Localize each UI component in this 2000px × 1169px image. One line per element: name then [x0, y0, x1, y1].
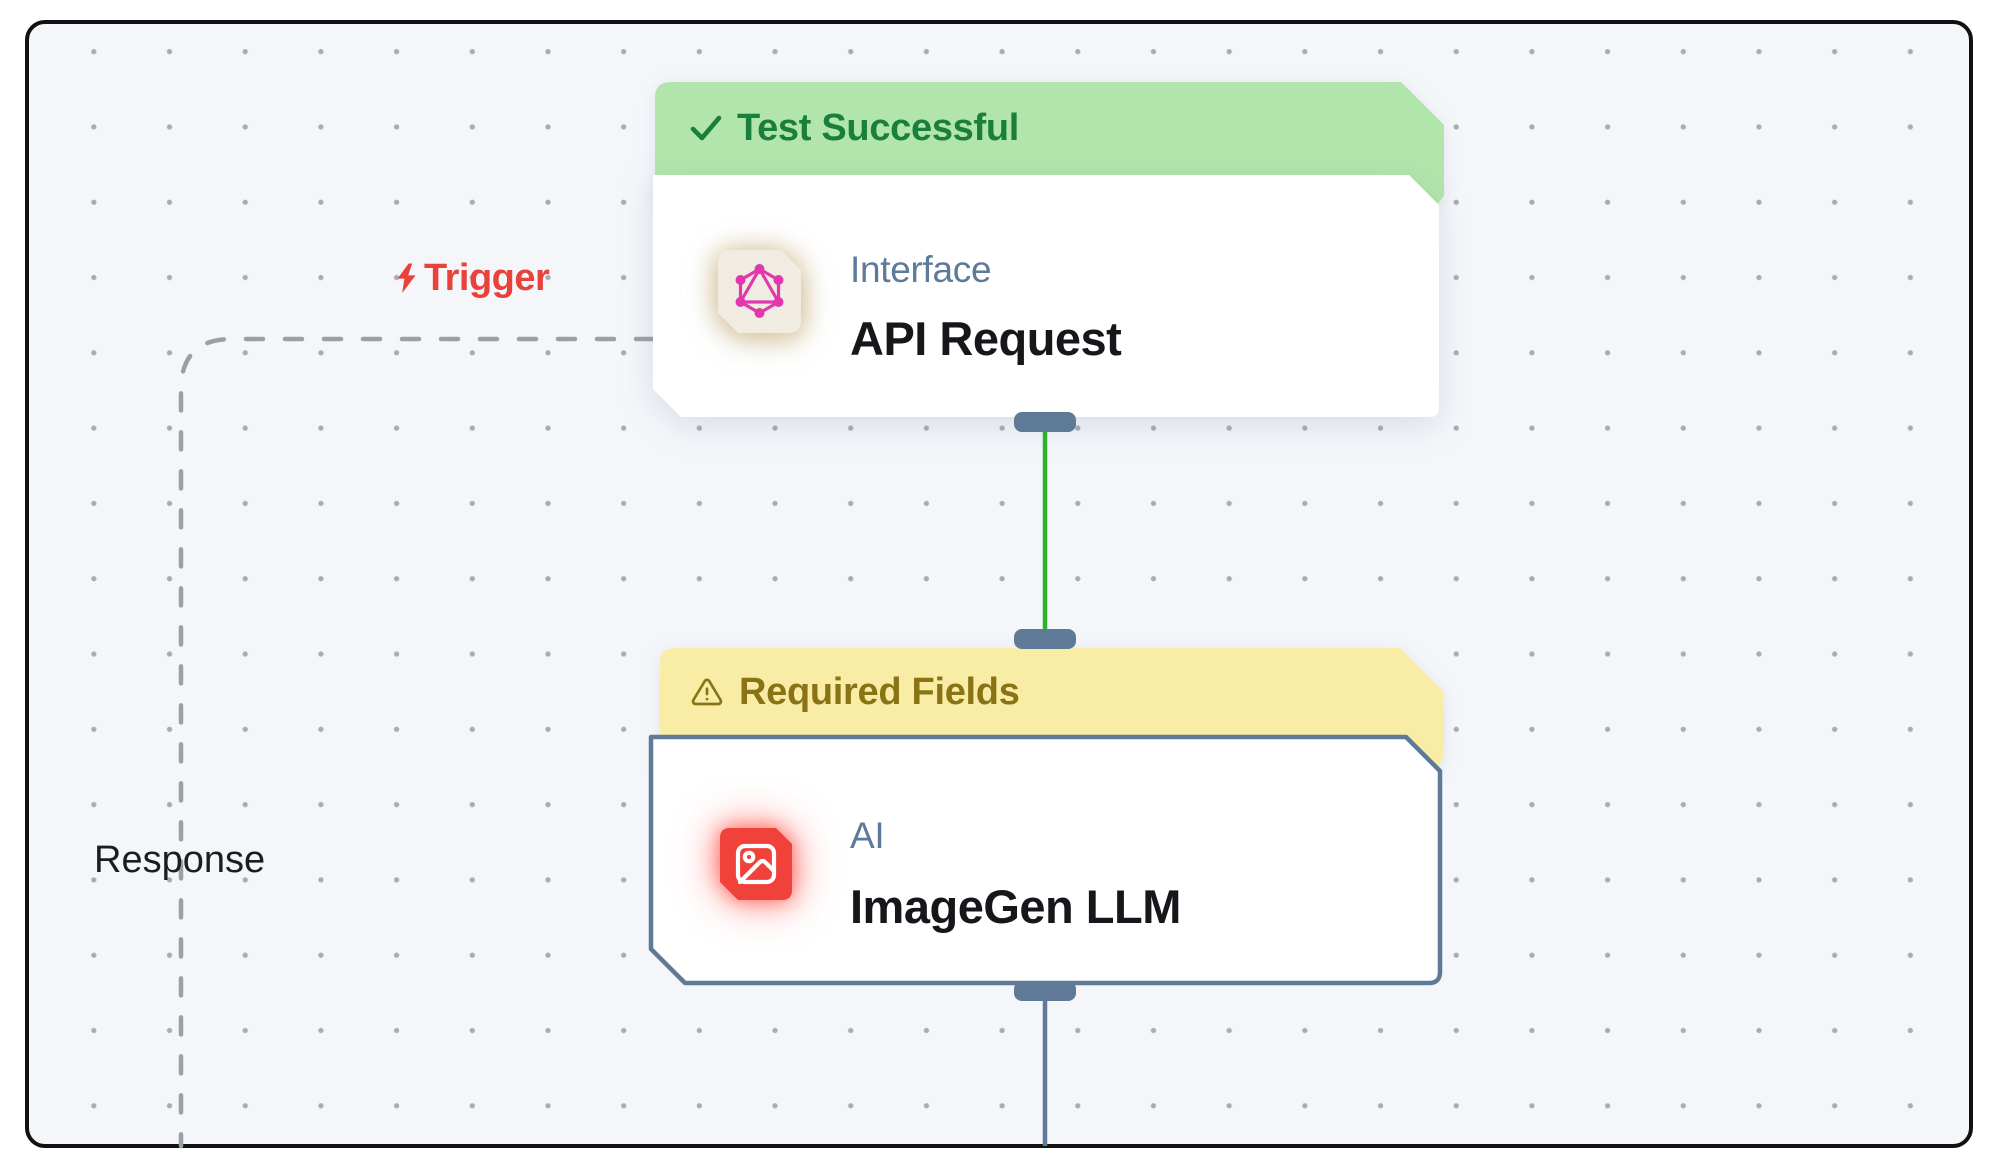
imagegen-category-label: AI: [850, 815, 885, 856]
imagegen-output-port[interactable]: [1014, 981, 1076, 1001]
api-output-port[interactable]: [1014, 412, 1076, 432]
imagegen-node-icon: [720, 828, 792, 905]
api-request-node-icon: [718, 250, 801, 338]
check-icon: [690, 115, 722, 141]
trigger-edge-label: Trigger: [394, 256, 550, 299]
lightning-icon: [397, 263, 416, 293]
api-request-node-card[interactable]: [653, 175, 1439, 417]
imagegen-title-label: ImageGen LLM: [850, 879, 1181, 933]
trigger-label-text: Trigger: [424, 256, 550, 299]
response-edge-label: Response: [94, 838, 266, 881]
imagegen-status-banner-label: Required Fields: [690, 670, 1020, 714]
api-status-banner-label: Test Successful: [690, 106, 1019, 150]
imagegen-status-text: Required Fields: [739, 670, 1020, 713]
api-status-text: Test Successful: [737, 106, 1020, 149]
api-title-label: API Request: [850, 311, 1122, 365]
api-category-label: Interface: [850, 249, 992, 290]
warning-icon: [691, 678, 723, 706]
imagegen-node-card[interactable]: [648, 734, 1443, 986]
image-icon: [735, 843, 777, 885]
response-edge-path: [178, 336, 656, 1149]
imagegen-input-port[interactable]: [1014, 629, 1076, 649]
